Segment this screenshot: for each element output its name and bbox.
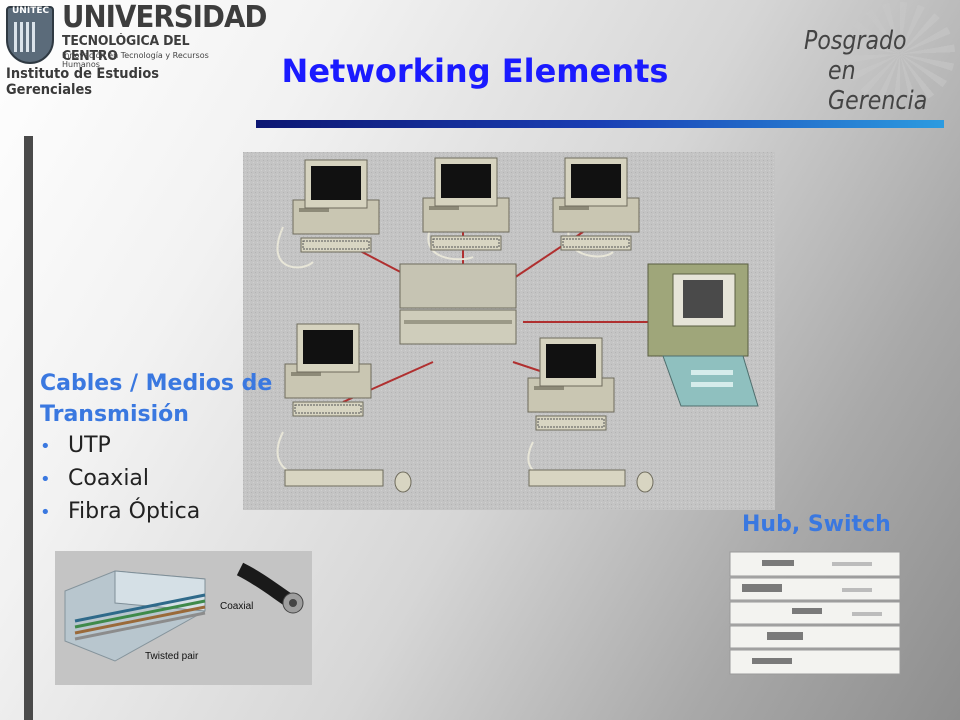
page-title: Networking Elements xyxy=(281,52,669,90)
network-diagram-image xyxy=(243,152,775,510)
cable-type-fiber: Fibra Óptica xyxy=(68,499,201,524)
cables-heading: Cables / Medios de Transmisión xyxy=(40,368,300,430)
posgrado-line2: en Gerencia xyxy=(828,56,928,116)
logo-tagline: Innovación en Tecnología y Recursos Huma… xyxy=(62,51,209,69)
unitec-logo: UNITEC UNIVERSIDAD TECNOLÓGICA DEL CENTR… xyxy=(0,0,267,98)
hub-switch-photo xyxy=(722,548,912,688)
coaxial-label: Coaxial xyxy=(220,601,253,612)
title-underline xyxy=(256,120,944,128)
cable-type-utp: UTP xyxy=(68,433,111,458)
posgrado-logo: Posgrado en Gerencia xyxy=(790,0,960,116)
cables-heading-line2: Transmisión xyxy=(40,402,189,427)
posgrado-line1: Posgrado xyxy=(804,26,907,56)
logo-badge: UNITEC xyxy=(12,6,50,16)
bullet-icon: • xyxy=(40,502,51,523)
network-diagram-illustration xyxy=(243,152,775,510)
list-item: • UTP xyxy=(40,430,200,463)
hub-switch-label: Hub, Switch xyxy=(742,512,891,537)
shield-pattern xyxy=(14,22,38,52)
list-item: • Coaxial xyxy=(40,463,200,496)
twisted-pair-label: Twisted pair xyxy=(145,651,199,662)
logo-institute: Instituto de Estudios Gerenciales xyxy=(6,66,160,98)
bullet-icon: • xyxy=(40,469,51,490)
cable-type-coaxial: Coaxial xyxy=(68,466,150,491)
swirl-icon xyxy=(845,2,955,106)
list-item: • Fibra Óptica xyxy=(40,496,200,529)
bullet-icon: • xyxy=(40,436,51,457)
cables-list: • UTP • Coaxial • Fibra Óptica xyxy=(40,430,200,529)
hub-stack-illustration xyxy=(729,551,901,675)
cable-photo: Coaxial Twisted pair xyxy=(55,551,312,685)
cable-illustration: Coaxial Twisted pair xyxy=(55,551,312,685)
logo-university: UNIVERSIDAD xyxy=(62,0,267,35)
logo-subtitle: TECNOLÓGICA DEL CENTRO xyxy=(62,34,190,64)
left-accent-bar xyxy=(24,136,33,720)
cables-heading-line1: Cables / Medios de xyxy=(40,371,273,396)
